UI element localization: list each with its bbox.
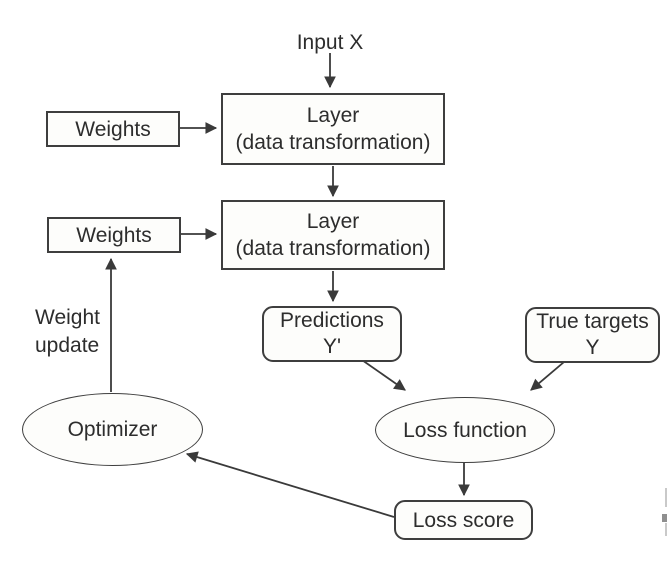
loss-score-node: Loss score xyxy=(394,500,533,540)
input-x-label: Input X xyxy=(296,31,364,54)
weights-top-node: Weights xyxy=(46,111,180,147)
optimizer-node: Optimizer xyxy=(22,393,203,466)
layer-top-line1: Layer xyxy=(306,104,360,127)
clipped-text-fragment xyxy=(662,514,667,522)
weight-update-line2: update xyxy=(35,334,100,357)
arrow-predictions-to-loss-function xyxy=(361,359,406,391)
clipped-text-fragment xyxy=(665,488,667,507)
predictions-line1: Predictions xyxy=(280,309,384,332)
predictions-line2: Y' xyxy=(322,335,342,358)
predictions-node: Predictions Y' xyxy=(262,306,402,362)
weights-bottom-label: Weights xyxy=(76,223,152,247)
layer-top-line2: (data transformation) xyxy=(235,131,431,154)
true-targets-line1: True targets xyxy=(536,310,649,333)
arrow-true-targets-to-loss-function xyxy=(530,361,565,391)
weights-bottom-node: Weights xyxy=(47,217,181,253)
layer-top-node: Layer (data transformation) xyxy=(221,93,445,165)
true-targets-line2: Y xyxy=(585,336,600,359)
true-targets-node: True targets Y xyxy=(525,307,660,363)
arrow-loss-score-to-optimizer xyxy=(185,451,395,518)
clipped-text-fragment xyxy=(665,523,667,536)
weight-update-line1: Weight xyxy=(35,306,100,329)
weights-top-label: Weights xyxy=(75,117,151,141)
layer-bottom-node: Layer (data transformation) xyxy=(221,200,445,270)
optimizer-label: Optimizer xyxy=(67,418,158,441)
loss-function-node: Loss function xyxy=(375,397,555,463)
loss-function-label: Loss function xyxy=(403,418,527,442)
layer-bottom-line2: (data transformation) xyxy=(235,237,431,260)
layer-bottom-line1: Layer xyxy=(306,210,360,233)
loss-score-label: Loss score xyxy=(412,508,515,532)
weight-update-label: Weight update xyxy=(35,304,125,360)
